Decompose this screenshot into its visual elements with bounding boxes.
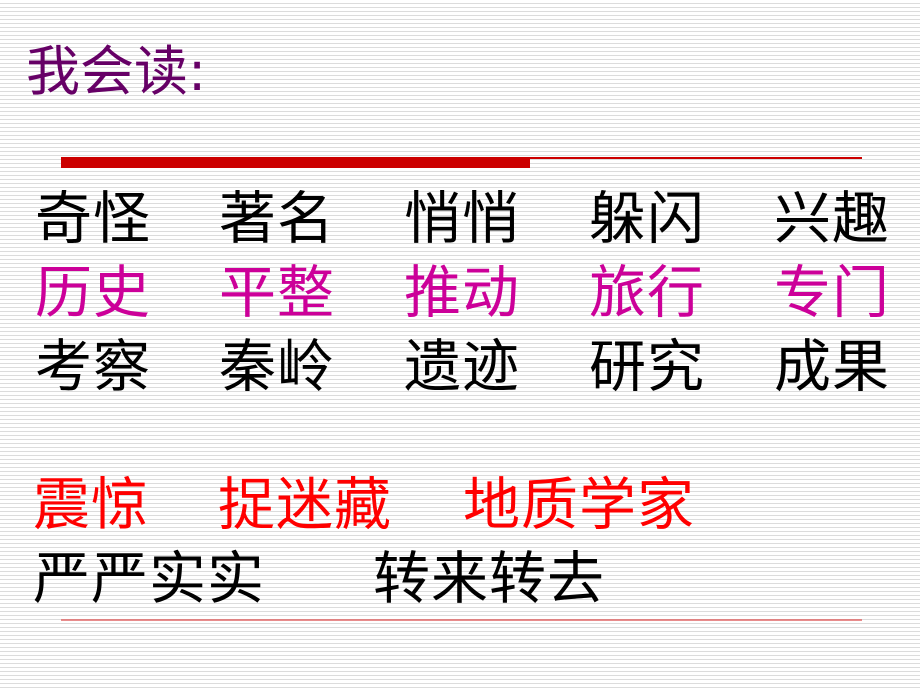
word: 著名 bbox=[219, 186, 335, 252]
word-row-1: 奇怪 著名 悄悄 躲闪 兴趣 bbox=[0, 183, 920, 255]
title-underline-thin bbox=[530, 157, 862, 159]
phrase: 转来转去 bbox=[373, 546, 605, 612]
phrase: 地质学家 bbox=[463, 472, 695, 538]
phrase: 捉迷藏 bbox=[218, 472, 392, 538]
word: 躲闪 bbox=[589, 186, 705, 252]
phrase-row-2: 严严实实 转来转去 bbox=[0, 543, 920, 615]
word: 成果 bbox=[774, 334, 890, 400]
word: 平整 bbox=[219, 260, 335, 326]
word: 遗迹 bbox=[404, 334, 520, 400]
phrase: 震惊 bbox=[33, 472, 149, 538]
word-row-3: 考察 秦岭 遗迹 研究 成果 bbox=[0, 331, 920, 403]
word: 悄悄 bbox=[404, 186, 520, 252]
word: 历史 bbox=[35, 260, 151, 326]
phrase: 严严实实 bbox=[33, 546, 265, 612]
phrase-row-1: 震惊 捉迷藏 地质学家 bbox=[0, 469, 920, 541]
word: 奇怪 bbox=[35, 186, 151, 252]
word: 推动 bbox=[404, 260, 520, 326]
bottom-divider bbox=[61, 619, 862, 621]
word: 旅行 bbox=[589, 260, 705, 326]
word: 考察 bbox=[35, 334, 151, 400]
word: 秦岭 bbox=[219, 334, 335, 400]
word: 专门 bbox=[774, 260, 890, 326]
slide-title: 我会读: bbox=[26, 40, 207, 103]
word-row-2: 历史 平整 推动 旅行 专门 bbox=[0, 257, 920, 329]
word: 兴趣 bbox=[774, 186, 890, 252]
title-underline-thick bbox=[61, 157, 530, 168]
word: 研究 bbox=[589, 334, 705, 400]
